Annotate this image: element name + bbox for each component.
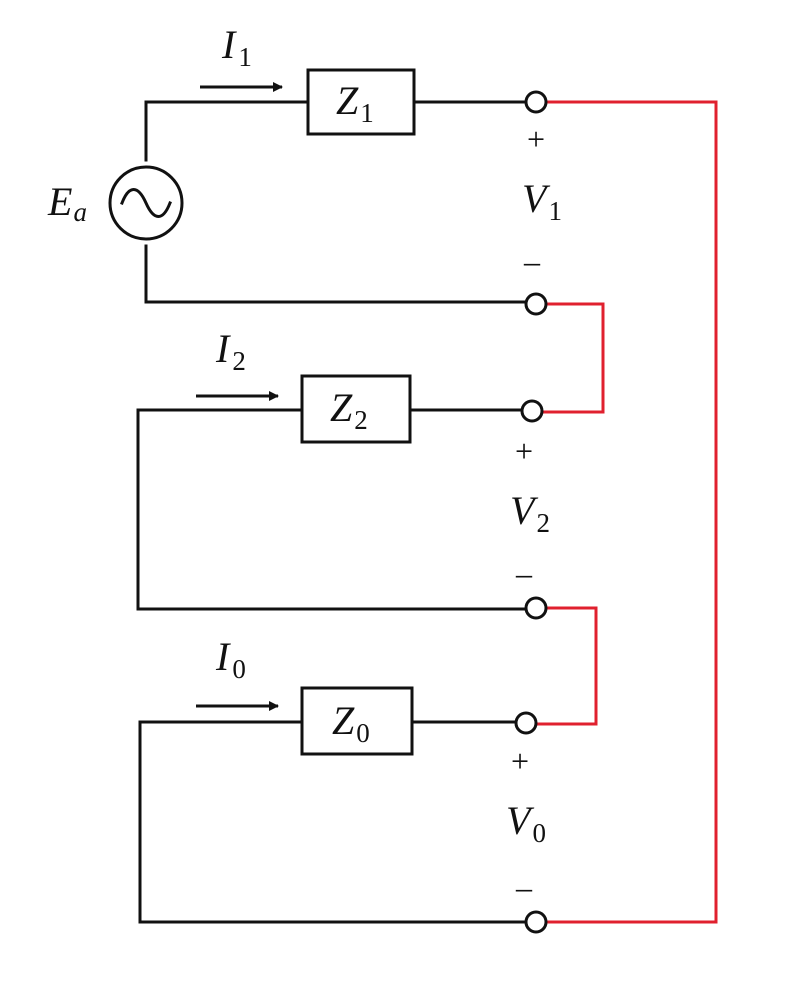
voltage-minus-v1: –: [523, 243, 541, 279]
impedance-label-z2: Z2: [330, 385, 368, 435]
wire-stage2-left: [136, 408, 528, 611]
impedance-label-z0: Z0: [332, 698, 370, 748]
source-label: Ea: [47, 179, 87, 227]
voltage-label-v1: V1: [522, 176, 562, 226]
sine-wave-icon: [120, 188, 172, 218]
red-wire-v2minus-to-v0plus: [534, 606, 598, 726]
impedance-box-z0: [300, 686, 414, 756]
ac-source: [108, 165, 184, 241]
impedance-box-z1: [306, 68, 416, 136]
wire-source-top: [144, 100, 310, 162]
current-arrows: [196, 82, 283, 711]
terminal-v2-plus: [520, 399, 544, 423]
black-wires: [136, 100, 528, 924]
terminal-v2-minus: [524, 596, 548, 620]
terminal-v1-plus: [524, 90, 548, 114]
voltage-label-v2: V2: [510, 488, 550, 538]
terminals: [514, 90, 548, 934]
red-wire-v1minus-to-v2plus: [540, 302, 605, 414]
terminal-v1-minus: [524, 292, 548, 316]
wire-stage0-left: [138, 720, 528, 924]
impedance-label-z1: Z1: [336, 78, 374, 128]
wire-source-bottom: [144, 244, 528, 304]
terminal-v0-minus: [524, 910, 548, 934]
impedance-boxes: [300, 68, 416, 756]
voltage-label-v0: V0: [506, 798, 546, 848]
voltage-plus-v0: +: [511, 743, 529, 779]
voltage-minus-v2: –: [515, 555, 533, 591]
voltage-plus-v1: +: [527, 121, 545, 157]
voltage-plus-v2: +: [515, 433, 533, 469]
red-connections: [534, 100, 718, 924]
impedance-box-z2: [300, 374, 412, 444]
red-wire-v1plus-to-v0minus: [544, 100, 718, 924]
voltage-minus-v0: –: [515, 869, 533, 905]
terminal-v0-plus: [514, 711, 538, 735]
